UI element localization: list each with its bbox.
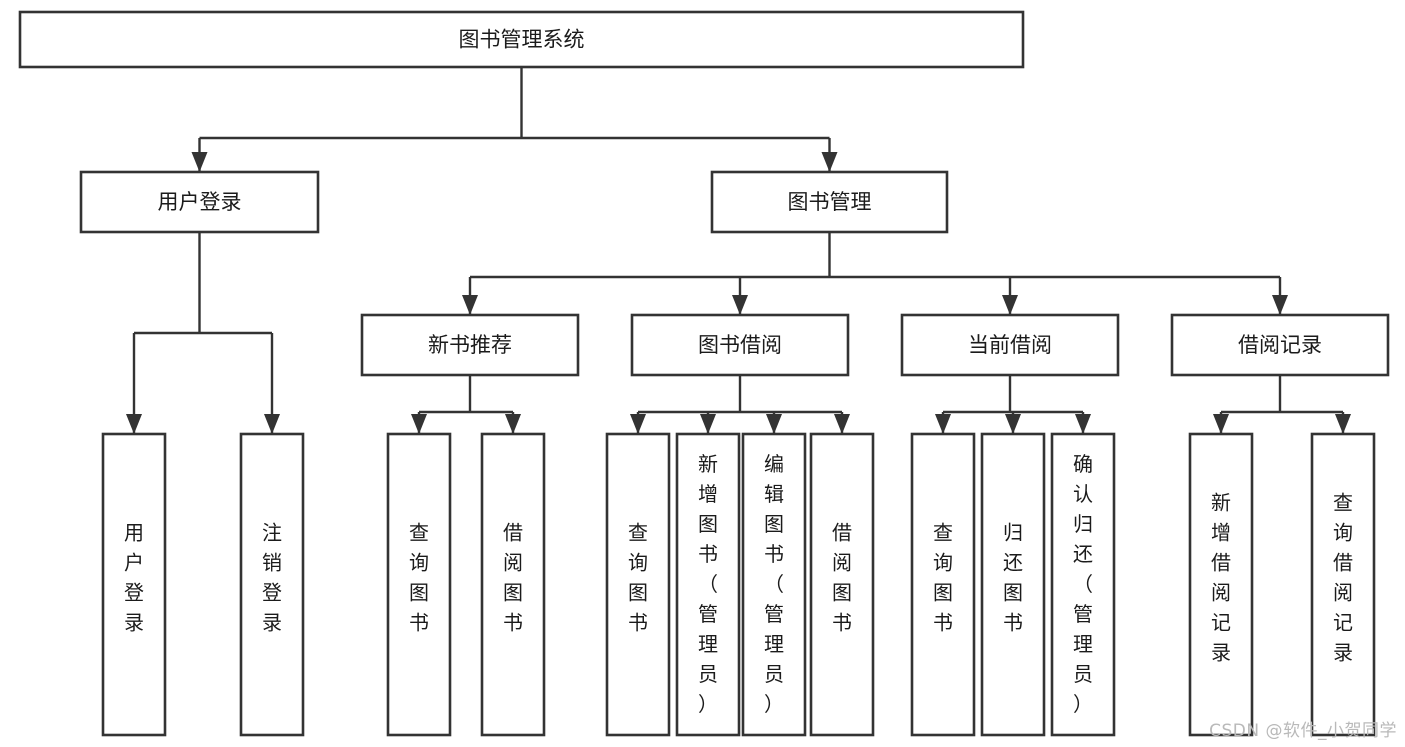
arrow-head-icon-current-borrow [1002,295,1018,315]
node-box-borrow-record [1170,313,1390,377]
node-box-leaf-query-book-rec [386,432,452,737]
arrow-head-icon-borrow-record [1272,295,1288,315]
node-box-leaf-add-record [1188,432,1254,737]
arrow-head-icon-leaf-query-book-cur [935,414,951,434]
node-root[interactable]: 图书管理系统 [18,10,1025,69]
arrow-head-icon-leaf-query-book-borrow [630,414,646,434]
node-label-leaf-query-book-borrow: 查询图书 [628,521,648,635]
arrow-head-icon-leaf-edit-book [766,414,782,434]
node-leaf-edit-book[interactable]: 编辑图书（管理员） [741,432,807,737]
arrow-head-icon-leaf-user-login [126,414,142,434]
node-box-leaf-logout [239,432,305,737]
node-box-new-book-rec [360,313,580,377]
node-new-book-rec[interactable]: 新书推荐 [360,313,580,377]
node-box-leaf-query-book-cur [910,432,976,737]
node-label-leaf-edit-book: 编辑图书（管理员） [764,452,784,716]
node-label-leaf-return-book: 归还图书 [1003,521,1023,635]
connector-layer [126,67,1351,434]
node-borrow-record[interactable]: 借阅记录 [1170,313,1390,377]
node-label-leaf-add-book: 新增图书（管理员） [698,452,718,716]
node-layer: 图书管理系统用户登录图书管理新书推荐图书借阅当前借阅借阅记录用户登录注销登录查询… [18,10,1390,737]
node-label-leaf-user-login: 用户登录 [124,521,144,635]
node-label-leaf-confirm-return: 确认归还（管理员） [1073,452,1093,716]
node-label-leaf-add-record: 新增借阅记录 [1211,491,1231,665]
arrow-head-icon-leaf-logout [264,414,280,434]
node-label-leaf-query-record: 查询借阅记录 [1333,491,1353,665]
arrow-head-icon-leaf-query-book-rec [411,414,427,434]
node-leaf-query-book-cur[interactable]: 查询图书 [910,432,976,737]
node-book-manage[interactable]: 图书管理 [710,170,949,234]
node-box-leaf-confirm-return [1050,432,1116,737]
node-box-leaf-edit-book [741,432,807,737]
node-leaf-user-login[interactable]: 用户登录 [101,432,167,737]
arrow-head-icon-leaf-confirm-return [1075,414,1091,434]
node-leaf-query-record[interactable]: 查询借阅记录 [1310,432,1376,737]
node-leaf-add-book[interactable]: 新增图书（管理员） [675,432,741,737]
node-label-leaf-logout: 注销登录 [262,521,282,635]
node-label-current-borrow: 当前借阅 [968,333,1052,357]
node-leaf-confirm-return[interactable]: 确认归还（管理员） [1050,432,1116,737]
node-label-book-borrow: 图书借阅 [698,333,782,357]
node-leaf-query-book-borrow[interactable]: 查询图书 [605,432,671,737]
node-label-leaf-query-book-rec: 查询图书 [409,521,429,635]
node-box-leaf-return-book [980,432,1046,737]
arrow-head-icon-leaf-add-record [1213,414,1229,434]
node-box-user-login [79,170,320,234]
node-leaf-logout[interactable]: 注销登录 [239,432,305,737]
node-box-leaf-query-book-borrow [605,432,671,737]
node-leaf-add-record[interactable]: 新增借阅记录 [1188,432,1254,737]
arrow-head-icon-leaf-borrow-book [834,414,850,434]
node-current-borrow[interactable]: 当前借阅 [900,313,1120,377]
node-label-leaf-borrow-book: 借阅图书 [832,521,852,635]
arrow-head-icon-leaf-add-book [700,414,716,434]
node-box-current-borrow [900,313,1120,377]
arrow-head-icon-user-login [191,152,208,172]
node-box-leaf-borrow-book [809,432,875,737]
arrow-head-icon-leaf-borrow-book-rec [505,414,521,434]
arrow-head-icon-book-borrow [732,295,748,315]
node-box-root [18,10,1025,69]
node-label-leaf-query-book-cur: 查询图书 [933,521,953,635]
arrow-head-icon-leaf-query-record [1335,414,1351,434]
node-box-leaf-user-login [101,432,167,737]
node-label-borrow-record: 借阅记录 [1238,333,1322,357]
node-user-login[interactable]: 用户登录 [79,170,320,234]
node-box-leaf-borrow-book-rec [480,432,546,737]
node-leaf-query-book-rec[interactable]: 查询图书 [386,432,452,737]
node-leaf-return-book[interactable]: 归还图书 [980,432,1046,737]
arrow-head-icon-new-book-rec [462,295,478,315]
arrow-head-icon-book-manage [821,152,838,172]
node-box-book-borrow [630,313,850,377]
node-box-book-manage [710,170,949,234]
node-book-borrow[interactable]: 图书借阅 [630,313,850,377]
node-label-new-book-rec: 新书推荐 [428,333,512,357]
node-label-leaf-borrow-book-rec: 借阅图书 [503,521,523,635]
node-label-user-login: 用户登录 [158,190,242,214]
node-label-book-manage: 图书管理 [788,190,872,214]
arrow-head-icon-leaf-return-book [1005,414,1021,434]
node-box-leaf-add-book [675,432,741,737]
node-label-root: 图书管理系统 [459,28,585,52]
node-leaf-borrow-book-rec[interactable]: 借阅图书 [480,432,546,737]
node-box-leaf-query-record [1310,432,1376,737]
node-leaf-borrow-book[interactable]: 借阅图书 [809,432,875,737]
